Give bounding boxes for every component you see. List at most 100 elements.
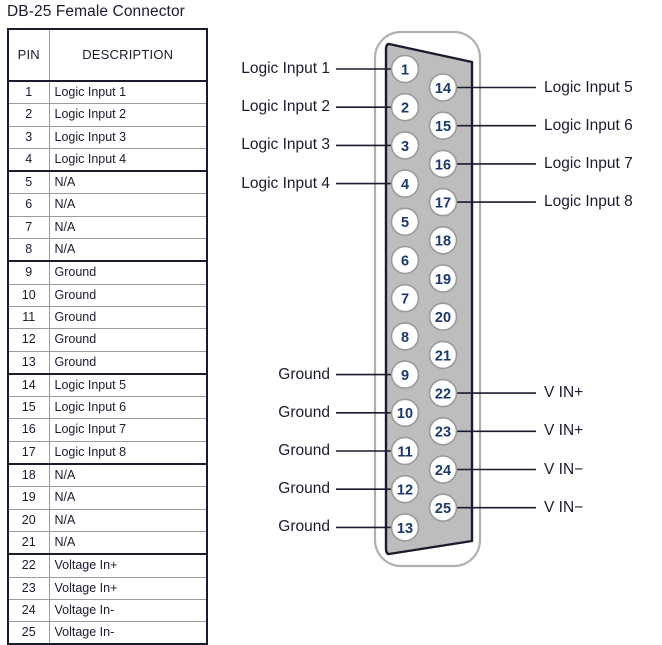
- callout-label-pin-2: Logic Input 2: [241, 98, 330, 116]
- pin-number-16: 16: [435, 157, 451, 173]
- cell-pin-description: N/A: [48, 193, 208, 217]
- connector-diagram-svg: 1234567891011121314151617181920212223242…: [336, 30, 536, 568]
- cell-pin-description: Voltage In+: [48, 576, 208, 600]
- pin-circle-17: [428, 187, 458, 217]
- cell-pin-description: Voltage In-: [48, 598, 208, 623]
- cell-pin-description: Ground: [48, 350, 208, 375]
- pin-number-4: 4: [401, 177, 409, 193]
- cell-pin-number: 5: [7, 170, 50, 195]
- page-title: DB-25 Female Connector: [7, 3, 185, 20]
- cell-pin-description: Logic Input 5: [48, 373, 208, 398]
- cell-pin-number: 24: [7, 598, 50, 623]
- table-header-row: PIN DESCRIPTION: [7, 28, 208, 82]
- pin-circle-3: [390, 131, 420, 160]
- cell-pin-description: N/A: [48, 238, 208, 263]
- pin-circle-20: [428, 302, 458, 332]
- pin-number-5: 5: [401, 215, 409, 231]
- pin-number-7: 7: [401, 292, 409, 308]
- cell-pin-number: 18: [7, 463, 50, 488]
- pin-circle-18: [428, 226, 458, 255]
- cell-pin-number: 10: [7, 283, 50, 307]
- pin-number-11: 11: [397, 444, 412, 460]
- cell-pin-number: 11: [7, 305, 50, 330]
- pin-number-23: 23: [435, 425, 451, 441]
- pin-number-8: 8: [401, 330, 409, 346]
- cell-pin-number: 14: [7, 373, 50, 398]
- pin-circle-19: [428, 264, 458, 293]
- callout-label-pin-9: Ground: [278, 365, 330, 383]
- cell-pin-description: Logic Input 6: [48, 396, 208, 420]
- cell-pin-description: Logic Input 1: [48, 80, 208, 105]
- cell-pin-description: N/A: [48, 463, 208, 488]
- pin-number-21: 21: [435, 348, 451, 364]
- cell-pin-number: 19: [7, 486, 50, 510]
- callout-label-pin-17: Logic Input 8: [544, 193, 633, 211]
- cell-pin-description: N/A: [48, 215, 208, 240]
- cell-pin-number: 1: [7, 80, 50, 105]
- pin-number-19: 19: [435, 272, 451, 288]
- cell-pin-description: Logic Input 4: [48, 147, 208, 173]
- callout-label-pin-25: V IN−: [544, 498, 584, 516]
- pin-number-2: 2: [401, 101, 409, 117]
- pin-circle-4: [390, 169, 420, 198]
- cell-pin-description: Ground: [48, 305, 208, 330]
- pin-number-14: 14: [435, 81, 451, 97]
- callout-label-pin-1: Logic Input 1: [241, 60, 330, 77]
- pin-circle-13: [390, 513, 420, 542]
- column-header-pin: PIN: [7, 28, 50, 82]
- cell-pin-number: 7: [7, 215, 50, 240]
- cell-pin-number: 15: [7, 396, 50, 420]
- callout-label-pin-22: V IN+: [544, 384, 584, 402]
- pin-circle-5: [390, 207, 420, 237]
- connector-outer-shell: [373, 30, 482, 568]
- pin-number-9: 9: [401, 368, 409, 384]
- pin-circle-21: [428, 340, 458, 370]
- leader-lines-group: [336, 68, 536, 529]
- cell-pin-number: 2: [7, 103, 50, 127]
- cell-pin-number: 3: [7, 125, 50, 149]
- pin-number-24: 24: [435, 463, 451, 479]
- callout-label-pin-11: Ground: [278, 442, 330, 459]
- cell-pin-description: Logic Input 2: [48, 103, 208, 127]
- cell-pin-description: Logic Input 7: [48, 418, 208, 442]
- column-header-description: DESCRIPTION: [48, 28, 208, 82]
- pin-circle-7: [390, 283, 420, 313]
- callout-label-pin-24: V IN−: [544, 460, 584, 478]
- cell-pin-description: N/A: [48, 530, 208, 556]
- pin-circle-9: [390, 360, 420, 389]
- callout-label-pin-13: Ground: [278, 518, 330, 536]
- cell-pin-description: Voltage In-: [48, 621, 208, 645]
- cell-pin-number: 13: [7, 350, 50, 375]
- cell-pin-description: Logic Input 3: [48, 125, 208, 149]
- pin-number-17: 17: [435, 196, 451, 212]
- pin-number-22: 22: [435, 387, 451, 403]
- cell-pin-number: 4: [7, 147, 50, 173]
- pin-circle-12: [390, 474, 420, 504]
- callout-label-pin-14: Logic Input 5: [544, 78, 633, 96]
- cell-pin-number: 20: [7, 508, 50, 532]
- cell-pin-number: 16: [7, 418, 50, 442]
- pin-circle-16: [428, 149, 458, 179]
- callout-label-pin-3: Logic Input 3: [241, 136, 330, 154]
- pin-number-12: 12: [397, 483, 413, 499]
- cell-pin-number: 12: [7, 328, 50, 352]
- pin-number-18: 18: [435, 234, 451, 250]
